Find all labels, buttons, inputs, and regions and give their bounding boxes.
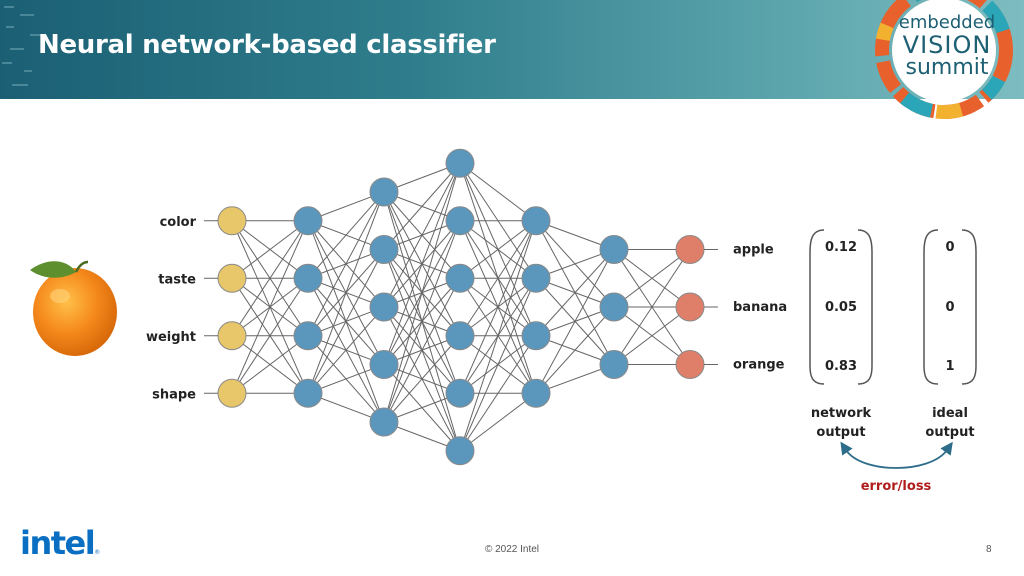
edge-l5-2-0 xyxy=(613,249,691,365)
hidden-node-l3-1 xyxy=(445,206,475,236)
edge-l5-1-0 xyxy=(613,249,691,308)
hidden-node-l3-0 xyxy=(445,148,475,178)
edge-l5-2-1 xyxy=(613,306,691,365)
orange-fruit-icon xyxy=(30,260,117,356)
network-nodes xyxy=(217,148,705,466)
edge-l4-3-0 xyxy=(535,249,615,394)
edge-l1-3-2 xyxy=(307,306,385,394)
hidden-node-l3-4 xyxy=(445,378,475,408)
hidden-node-l2-3 xyxy=(369,350,399,379)
hidden-node-l3-2 xyxy=(445,263,475,293)
output-node-l6-0 xyxy=(675,235,705,264)
ideal-output-value-orange: 1 xyxy=(945,359,954,374)
edge-l3-5-1 xyxy=(459,278,537,451)
edge-l2-4-2 xyxy=(383,278,461,423)
output-node-l6-2 xyxy=(675,350,705,379)
edge-l3-5-2 xyxy=(459,335,537,452)
edge-l0-1-0 xyxy=(231,220,309,279)
output-label-orange: orange xyxy=(733,358,785,373)
edge-l3-3-0 xyxy=(459,220,537,337)
hidden-node-l3-3 xyxy=(445,321,475,351)
ideal-output-vector xyxy=(923,229,977,385)
intel-registered-mark: ® xyxy=(94,549,101,556)
evs-logo-line1: embedded xyxy=(898,12,996,33)
edge-l0-3-1 xyxy=(231,277,309,394)
output-label-banana: banana xyxy=(733,300,787,315)
evs-logo-line2: VISION xyxy=(902,31,992,59)
error-loss-label: error/loss xyxy=(861,479,932,494)
edge-l3-5-0 xyxy=(459,220,537,451)
edge-l4-2-0 xyxy=(535,249,615,337)
network-output-value-orange: 0.83 xyxy=(825,359,857,374)
edge-l0-2-0 xyxy=(231,220,309,337)
edge-l1-1-0 xyxy=(307,191,385,279)
edge-l4-3-1 xyxy=(535,306,615,394)
edge-l3-2-0 xyxy=(459,220,537,279)
header-pattern-decoration xyxy=(2,6,42,86)
edge-l0-3-0 xyxy=(231,220,309,394)
hidden-node-l4-3 xyxy=(521,378,551,408)
page-number: 8 xyxy=(986,544,992,555)
edge-l2-4-1 xyxy=(383,220,461,423)
input-label-color: color xyxy=(160,215,197,230)
input-label-taste: taste xyxy=(158,272,196,287)
input-node-l0-0 xyxy=(217,206,247,236)
hidden-node-l2-2 xyxy=(369,292,399,322)
hidden-node-l2-0 xyxy=(369,177,399,207)
intel-logo: intel® xyxy=(20,527,100,559)
network-labels: color taste weight shape apple banana orange xyxy=(146,215,787,403)
edge-l3-0-0 xyxy=(459,162,537,222)
hidden-node-l1-0 xyxy=(293,206,323,236)
hidden-node-l2-4 xyxy=(369,407,399,437)
edge-l1-3-1 xyxy=(307,249,385,394)
title-bar: Neural network-based classifier xyxy=(0,0,1024,99)
evs-logo-line3: summit xyxy=(905,55,989,80)
embedded-vision-summit-logo xyxy=(875,0,1013,119)
edge-l1-2-0 xyxy=(307,191,385,336)
evs-logo-text: embedded VISION summit xyxy=(864,0,1024,79)
slide-title: Neural network-based classifier xyxy=(38,30,496,60)
network-output-label-line1: network xyxy=(811,406,872,421)
hidden-node-l1-3 xyxy=(293,378,323,408)
ideal-output-value-apple: 0 xyxy=(945,240,954,255)
input-label-shape: shape xyxy=(152,387,196,402)
hidden-node-l4-1 xyxy=(521,263,551,293)
hidden-node-l3-5 xyxy=(445,436,475,466)
input-node-l0-3 xyxy=(217,378,247,408)
hidden-node-l4-2 xyxy=(521,321,551,351)
hidden-node-l5-1 xyxy=(599,292,629,322)
edge-l3-4-0 xyxy=(459,220,537,394)
hidden-node-l4-0 xyxy=(521,206,551,236)
network-output-value-apple: 0.12 xyxy=(825,240,857,255)
input-label-weight: weight xyxy=(146,330,196,345)
ideal-output-label-line2: output xyxy=(925,425,974,440)
hidden-node-l5-0 xyxy=(599,235,629,264)
footer-copyright: © 2022 Intel xyxy=(484,544,540,555)
edge-l0-3-2 xyxy=(231,335,309,394)
input-node-l0-2 xyxy=(217,321,247,351)
edge-l2-3-0 xyxy=(383,163,461,365)
network-output-label-line2: output xyxy=(816,425,865,440)
hidden-node-l1-2 xyxy=(293,321,323,351)
edge-l2-4-3 xyxy=(383,335,461,423)
edge-l1-3-0 xyxy=(307,191,385,394)
ideal-output-value-banana: 0 xyxy=(945,300,954,315)
edge-l2-2-0 xyxy=(383,163,461,308)
edge-l2-4-0 xyxy=(383,163,461,423)
hidden-node-l2-1 xyxy=(369,235,399,264)
output-node-l6-1 xyxy=(675,292,705,322)
output-label-apple: apple xyxy=(733,243,774,258)
ideal-output-label-line1: ideal xyxy=(932,406,968,421)
network-output-value-banana: 0.05 xyxy=(825,300,857,315)
hidden-node-l1-1 xyxy=(293,263,323,293)
network-output-vector xyxy=(809,229,873,385)
hidden-node-l5-2 xyxy=(599,350,629,379)
edge-l2-1-0 xyxy=(383,162,461,250)
input-node-l0-1 xyxy=(217,263,247,293)
error-loss-arrow xyxy=(840,441,953,469)
intel-logo-text: intel xyxy=(20,524,96,562)
edge-l3-5-3 xyxy=(459,392,537,452)
